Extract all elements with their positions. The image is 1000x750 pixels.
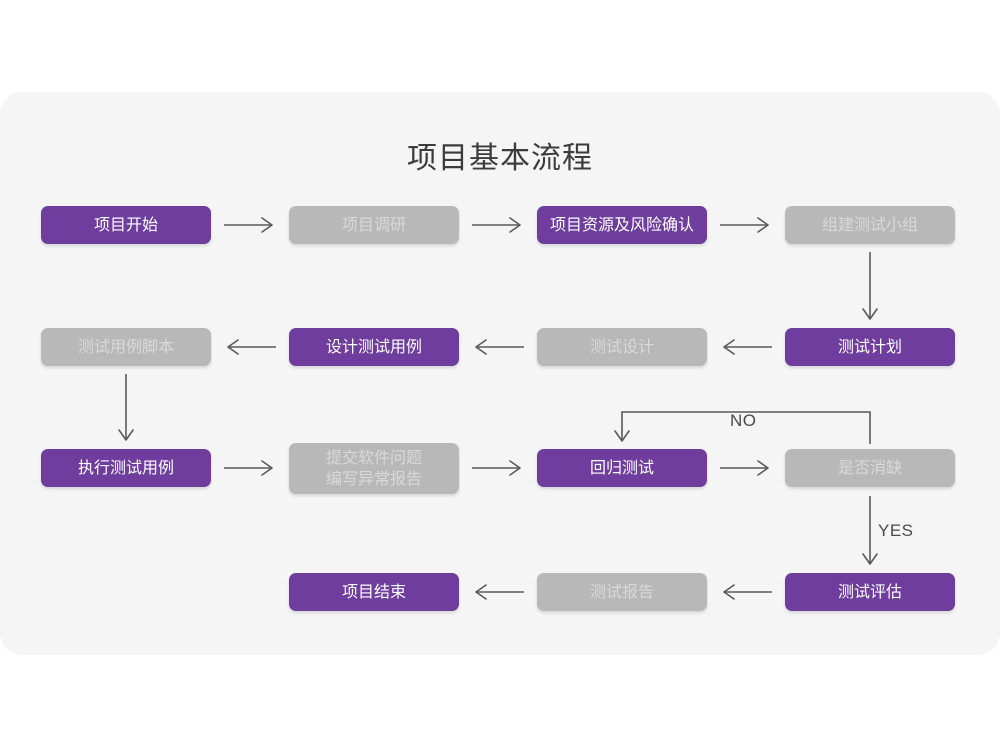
flowchart-panel — [0, 92, 1000, 655]
node-defect-cleared-decision[interactable]: 是否消缺 — [785, 449, 955, 487]
node-regression-test[interactable]: 回归测试 — [537, 449, 707, 487]
edge-label-yes: YES — [878, 521, 914, 540]
page-title: 项目基本流程 — [407, 142, 593, 175]
node-project-research[interactable]: 项目调研 — [289, 206, 459, 244]
node-execute-test-cases[interactable]: 执行测试用例 — [41, 449, 211, 487]
node-submit-defect-report[interactable]: 提交软件问题 编写异常报告 — [289, 443, 459, 494]
node-project-start[interactable]: 项目开始 — [41, 206, 211, 244]
node-test-report[interactable]: 测试报告 — [537, 573, 707, 611]
edge-label-no: NO — [730, 411, 757, 430]
node-project-end[interactable]: 项目结束 — [289, 573, 459, 611]
node-resource-risk-confirm[interactable]: 项目资源及风险确认 — [537, 206, 707, 244]
node-test-evaluation[interactable]: 测试评估 — [785, 573, 955, 611]
node-build-test-team[interactable]: 组建测试小组 — [785, 206, 955, 244]
node-design-test-cases[interactable]: 设计测试用例 — [289, 328, 459, 366]
node-test-plan[interactable]: 测试计划 — [785, 328, 955, 366]
node-test-design[interactable]: 测试设计 — [537, 328, 707, 366]
node-test-case-scripts[interactable]: 测试用例脚本 — [41, 328, 211, 366]
